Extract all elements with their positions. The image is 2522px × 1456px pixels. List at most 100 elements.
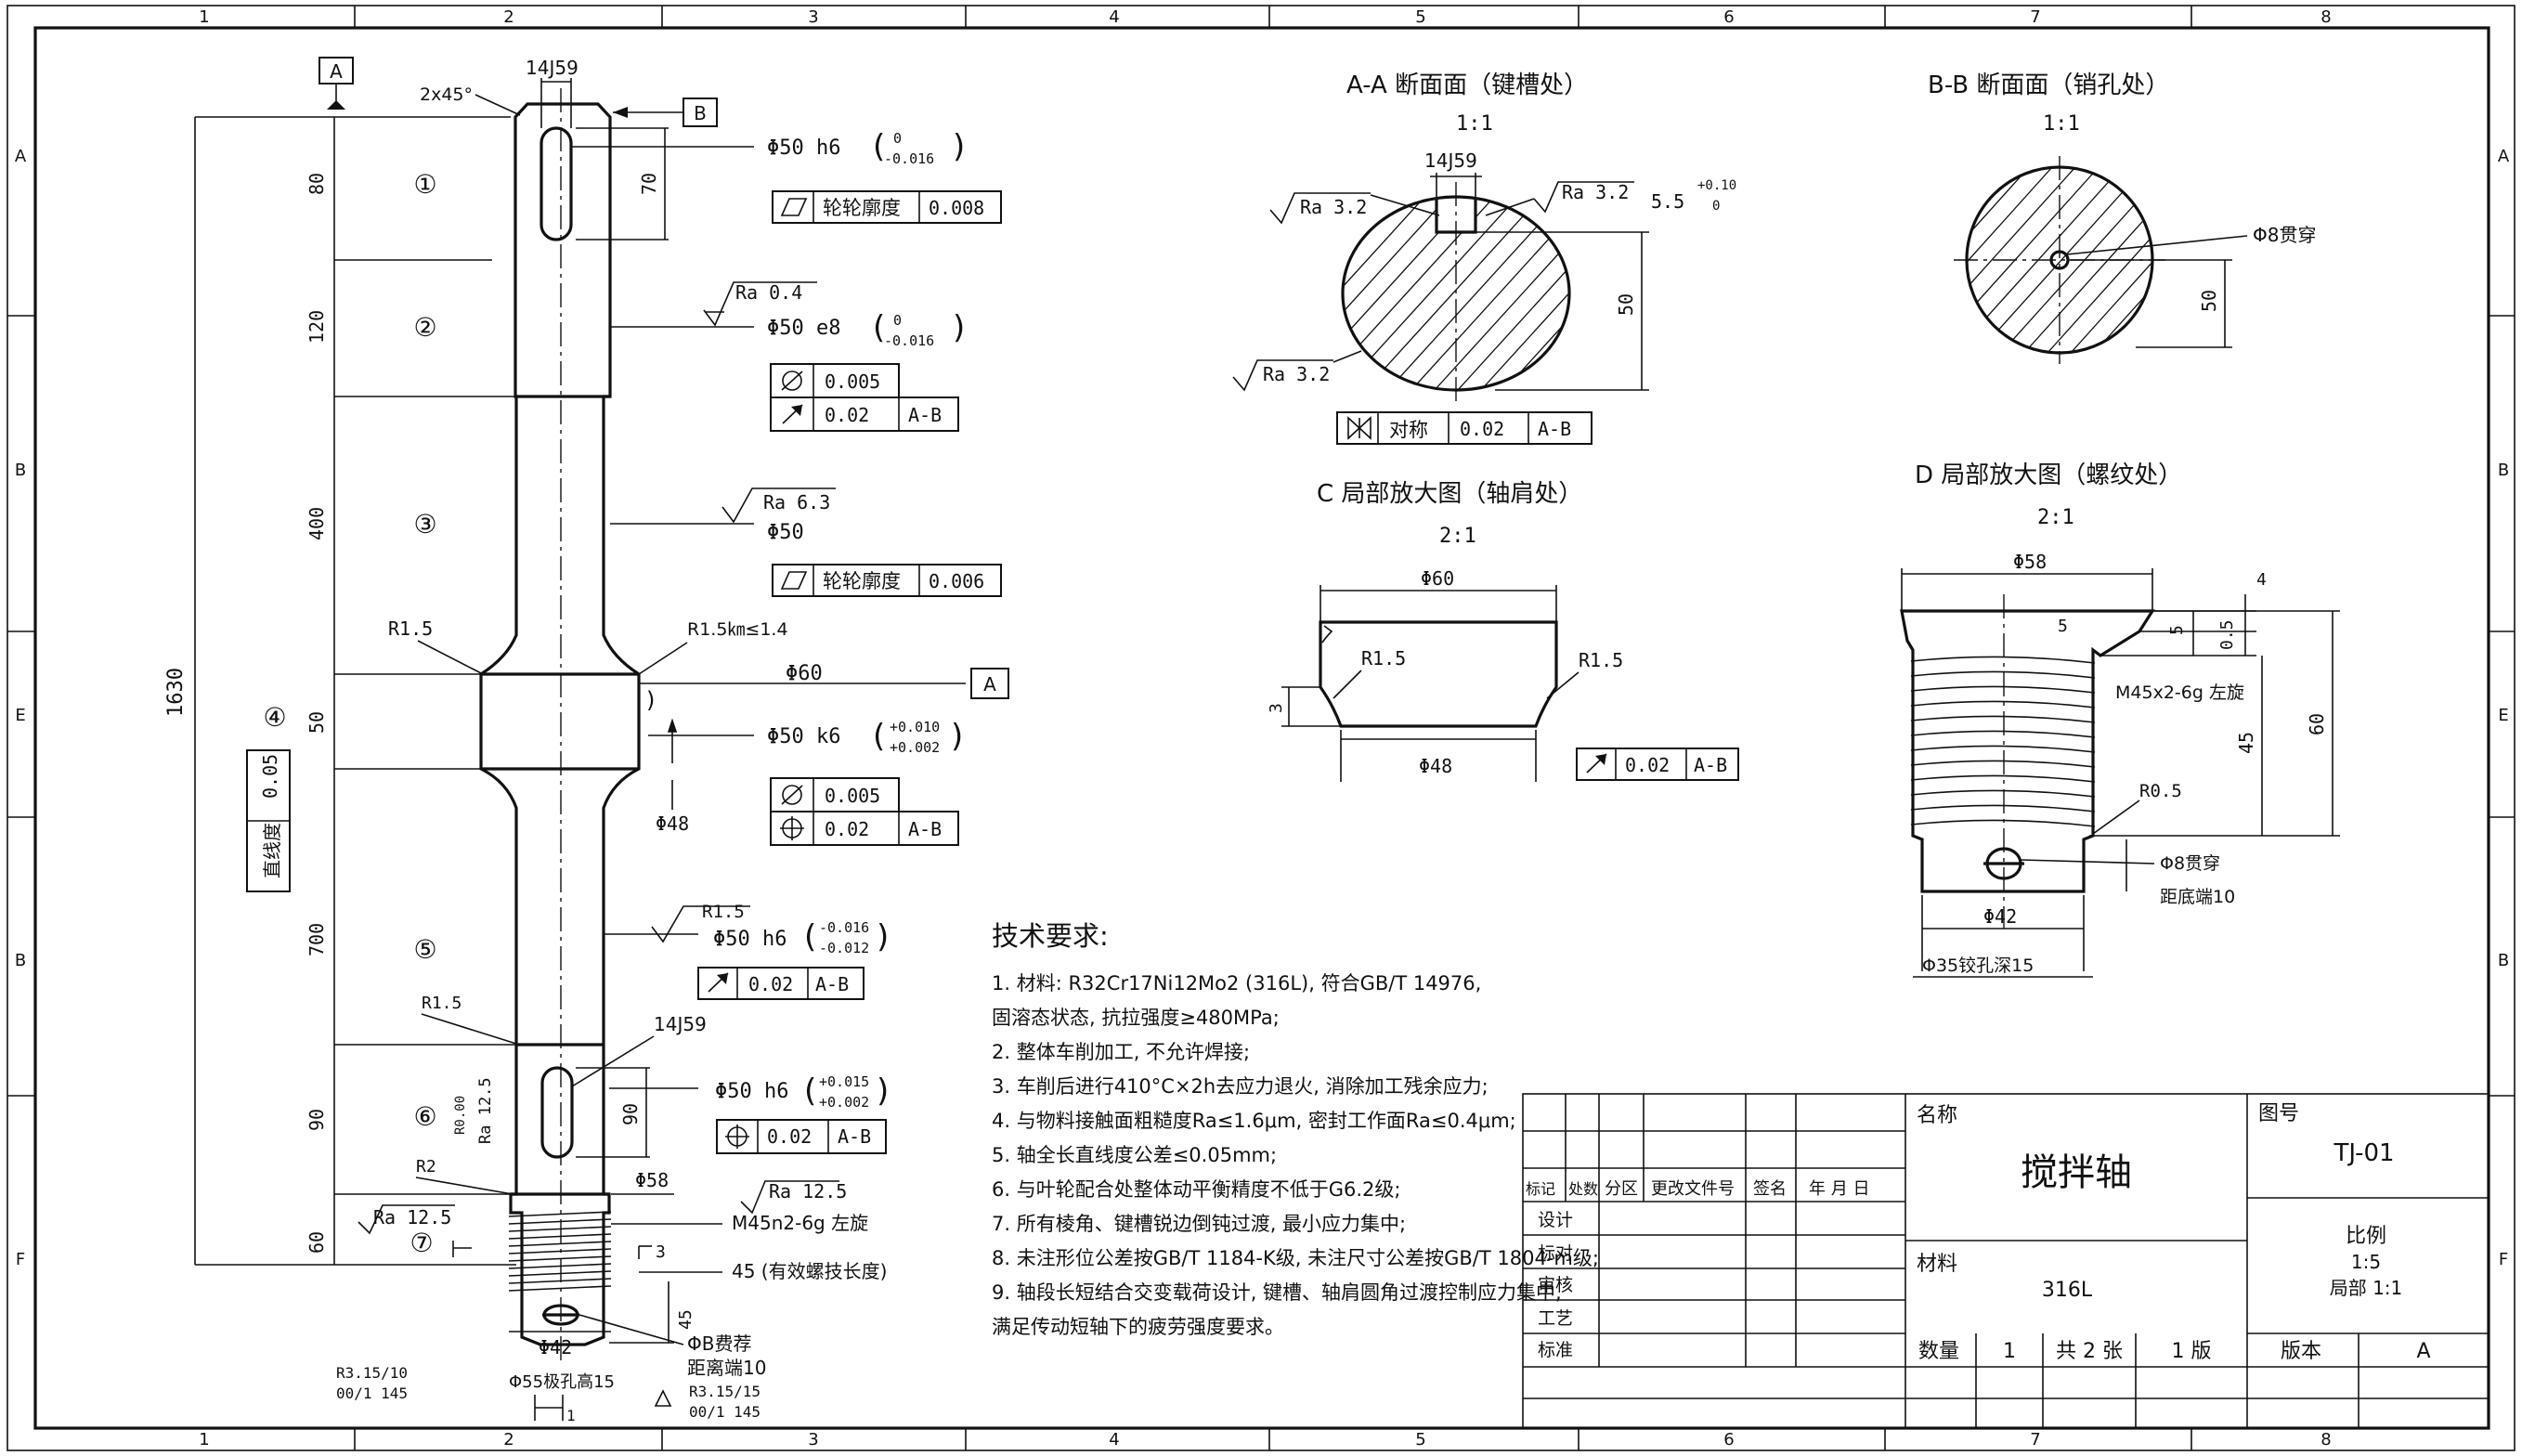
dim45-label: 45 [676, 1309, 696, 1330]
bb-height-dim [2068, 259, 2232, 348]
dim1-label: 1 [566, 1407, 576, 1424]
ra04-label: Ra 0.4 [735, 281, 802, 304]
seg-len-2: 120 [306, 310, 328, 344]
svg-text:(: ( [804, 918, 816, 956]
aa-ra-b [1485, 181, 1634, 216]
note-line-3: 2. 整体车削加工, 不允许焊接; [992, 1041, 1251, 1063]
d3-label: Φ50 [767, 521, 804, 544]
c-runout-frame: 0.02 A-B [1576, 748, 1739, 781]
c-detail [1319, 620, 1558, 728]
svg-text:A: A [983, 673, 996, 696]
ra-bottom-symbol [654, 1389, 672, 1407]
key-bot-leader [571, 1035, 655, 1087]
d-dim5b: 5 [2058, 617, 2068, 636]
d6-callout: Φ50 h6 ( +0.015 +0.002 ) [609, 1072, 889, 1111]
pos-frame-2: 0.02 A-B [716, 1119, 887, 1154]
zone-right-b2: B [2498, 951, 2509, 970]
r15b-label: R1.5 [702, 902, 745, 922]
d-d42-dim [1921, 895, 2085, 971]
tb-version: A [2416, 1340, 2430, 1363]
datum-a-mid: A [970, 668, 1009, 699]
zone-right-f: F [2499, 1250, 2508, 1269]
c-scale: 2:1 [1439, 525, 1476, 548]
dim3-marks [452, 1241, 652, 1259]
d-dim05: 0.5 [2217, 619, 2237, 650]
section-4: ④ [263, 702, 286, 733]
svg-text:(: ( [873, 128, 885, 165]
svg-text:Φ50 e8: Φ50 e8 [767, 317, 840, 340]
note-line-10: 9. 轴段长短结合交变载荷设计, 键槽、轴肩圆角过渡控制应力集中, [992, 1281, 1562, 1304]
section-2: ② [413, 312, 436, 343]
d42-label: Φ42 [539, 1336, 572, 1358]
tb-hdr-1: 处数 [1568, 1180, 1598, 1198]
svg-text:0: 0 [893, 130, 902, 147]
tb-hdr-2: 分区 [1605, 1179, 1638, 1199]
ra125a-symbol [740, 1180, 839, 1215]
section-3: ③ [413, 509, 436, 540]
profile-frame-2: 轮轮廓度 0.006 [772, 564, 1002, 597]
pin-label-2: 距离端10 [687, 1357, 766, 1379]
profile-frame-1: 轮轮廓度 0.008 [772, 190, 1002, 224]
c-r-left-leader [1332, 670, 1362, 699]
zone-top-1: 1 [199, 7, 209, 27]
zone-top-5: 5 [1415, 7, 1425, 27]
gdt-stack-2: 0.005 0.02 A-B [770, 777, 959, 846]
zone-bot-7: 7 [2030, 1430, 2040, 1450]
zone-labels: 1 2 3 4 5 6 7 8 1 2 3 4 5 6 7 8 A B E B … [15, 7, 2510, 1450]
bb-dim50: 50 [2198, 290, 2220, 312]
r315a-label: R3.15/10 [336, 1364, 408, 1382]
ra63-symbol [722, 488, 836, 524]
c-d48: Φ48 [1419, 755, 1452, 777]
seg-len-5: 700 [306, 923, 328, 956]
d-dim45: 45 [2235, 732, 2257, 754]
c-r-right: R1.5 [1579, 649, 1623, 671]
tb-hdr-5: 年 月 日 [1809, 1179, 1869, 1199]
d-side-dims [2089, 594, 2340, 837]
section-1: ① [413, 169, 436, 200]
svg-text:A-B: A-B [1694, 754, 1727, 776]
svg-text:(: ( [804, 1072, 816, 1110]
svg-text:A: A [330, 60, 343, 83]
d48-label: Φ48 [656, 812, 689, 835]
svg-text:+0.002: +0.002 [819, 1094, 869, 1111]
tb-row-4: 标准 [1538, 1340, 1573, 1360]
tb-drawing-no: TJ-01 [2333, 1139, 2394, 1167]
thread-label: M45n2-6g 左旋 [732, 1212, 868, 1234]
note-line-2: 固溶态状态, 抗拉强度≥480MPa; [992, 1007, 1280, 1029]
zone-ticks [7, 6, 2515, 1450]
aa-depth: 5.5 [1651, 190, 1684, 213]
svg-text:A-B: A-B [838, 1125, 871, 1148]
zone-top-3: 3 [808, 7, 818, 27]
d-scale: 2:1 [2037, 506, 2074, 529]
aa-title: A-A 断面面（键槽处） [1346, 72, 1588, 99]
svg-text:Φ50 h6: Φ50 h6 [713, 928, 786, 951]
zone-top-7: 7 [2030, 7, 2040, 27]
d-hole2: 距底端10 [2160, 887, 2235, 907]
keyway-top [540, 126, 573, 241]
svg-text:Φ50 h6: Φ50 h6 [767, 136, 840, 160]
svg-text:0.02: 0.02 [748, 973, 793, 995]
inner-border [33, 26, 2490, 1430]
pin-leader [578, 1314, 684, 1346]
tb-hdr-0: 标记 [1526, 1180, 1555, 1198]
r15c-label: R1.5 [422, 994, 462, 1013]
r15-right-leader [638, 642, 688, 675]
seg-len-1: 80 [306, 173, 328, 195]
svg-text:): ) [877, 1072, 889, 1110]
d-hole: Φ8贯穿 [2160, 853, 2220, 874]
c-title: C 局部放大图（轴肩处） [1317, 480, 1582, 508]
pin-bottom-dim [609, 1281, 674, 1344]
note-line-7: 6. 与叶轮配合处整体动平衡精度不低于G6.2级; [992, 1178, 1401, 1201]
zone-top-4: 4 [1109, 7, 1119, 27]
svg-text:+0.015: +0.015 [819, 1073, 869, 1090]
svg-text:轮轮廓度: 轮轮廓度 [823, 570, 901, 592]
len-total-label: 1630 [164, 668, 188, 717]
aa-depth-up: +0.10 [1697, 178, 1736, 193]
zone-left-e: E [15, 706, 25, 725]
note-line-1: 1. 材料: R32Cr17Ni12Mo2 (316L), 符合GB/T 149… [992, 972, 1482, 994]
r2-label: R2 [416, 1157, 436, 1176]
bb-title: B-B 断面面（销孔处） [1928, 72, 2169, 99]
d-r05: R0.5 [2139, 781, 2182, 801]
ra63-label: Ra 6.3 [763, 491, 830, 514]
zone-bot-4: 4 [1109, 1430, 1119, 1450]
